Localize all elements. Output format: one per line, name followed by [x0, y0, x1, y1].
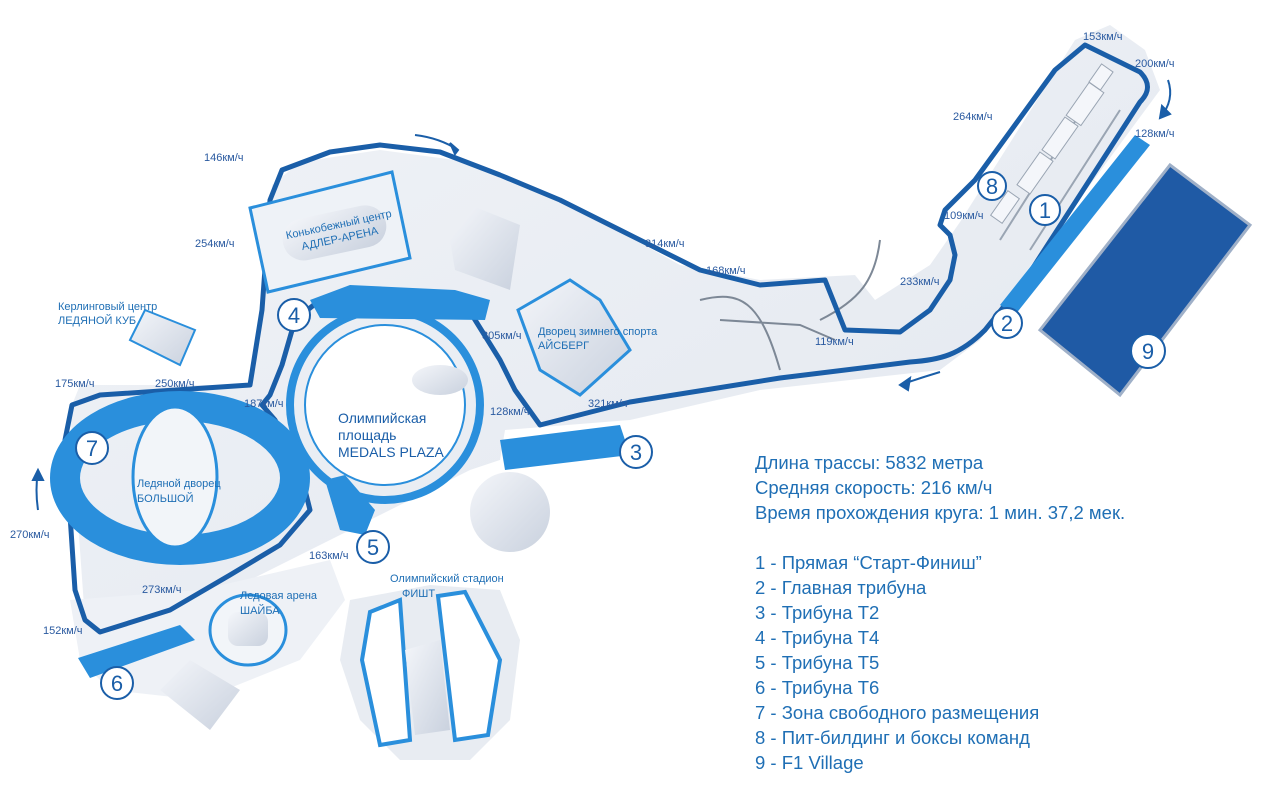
speed-label: 119км/ч	[815, 336, 854, 348]
grandstand-t5	[325, 475, 375, 535]
legend-item: 3 - Трибуна Т2	[755, 602, 880, 623]
speed-label: 187км/ч	[244, 398, 284, 410]
legend-item: 2 - Главная трибуна	[755, 577, 927, 598]
f1-village	[1037, 162, 1253, 398]
medals-plaza-label-1: Олимпийская	[338, 410, 426, 426]
iceberg-label-2: АЙСБЕРГ	[538, 339, 589, 352]
legend-item: 4 - Трибуна Т4	[755, 627, 880, 648]
start-finish-straight	[1000, 135, 1150, 315]
speed-label: 163км/ч	[309, 550, 349, 562]
grandstand-t2	[500, 425, 630, 470]
marker-8: 8	[986, 174, 998, 199]
speed-label: 305км/ч	[482, 330, 522, 342]
medals-plaza	[286, 306, 484, 504]
stat-lap-time: Время прохождения круга: 1 мин. 37,2 мек…	[755, 502, 1126, 523]
medals-plaza-label-2: площадь	[338, 427, 396, 443]
marker-2: 2	[1001, 311, 1013, 336]
speed-label: 168км/ч	[706, 265, 746, 277]
iceberg	[516, 278, 632, 397]
shayba-arena	[208, 593, 288, 667]
legend-item: 9 - F1 Village	[755, 752, 864, 773]
ice-cube-label-1: Керлинговый центр	[58, 301, 157, 313]
legend-item: 7 - Зона свободного размещения	[755, 702, 1040, 723]
grandstand-t4	[310, 285, 490, 320]
speed-label: 273км/ч	[142, 584, 182, 596]
marker-6: 6	[111, 671, 123, 696]
fisht-label-2: ФИШТ	[402, 588, 435, 600]
venue-block-bottom	[160, 660, 240, 730]
adler-arena	[248, 170, 412, 294]
speed-label: 109км/ч	[944, 210, 984, 222]
grandstand-t6	[78, 625, 195, 678]
marker-4: 4	[288, 303, 300, 328]
speed-label: 270км/ч	[10, 529, 50, 541]
round-venue	[470, 472, 550, 552]
bolshoy-label-1: Ледяной дворец	[137, 478, 221, 490]
speed-label: 152км/ч	[43, 625, 83, 637]
speed-label: 314км/ч	[645, 238, 685, 250]
bolshoy-palace	[50, 391, 310, 565]
speed-label: 175км/ч	[55, 378, 95, 390]
speed-labels: 153км/ч 200км/ч 264км/ч 128км/ч 146км/ч …	[10, 31, 1175, 637]
legend-item: 5 - Трибуна Т5	[755, 652, 880, 673]
speed-label: 233км/ч	[900, 276, 940, 288]
legend-item: 1 - Прямая “Старт-Финиш”	[755, 552, 982, 573]
marker-7: 7	[86, 436, 98, 461]
ice-cube	[128, 308, 197, 367]
shayba-label-2: ШАЙБА	[240, 604, 280, 617]
speed-label: 153км/ч	[1083, 31, 1123, 43]
legend-spacer	[755, 525, 1255, 550]
speed-label: 128км/ч	[1135, 128, 1175, 140]
number-marker-labels: 1 2 3 4 5 6 7 8 9	[86, 174, 1154, 696]
stat-track-length: Длина трассы: 5832 метра	[755, 452, 984, 473]
service-road	[699, 239, 881, 371]
speed-label: 146км/ч	[204, 152, 244, 164]
marker-3: 3	[630, 440, 642, 465]
speed-label: 264км/ч	[953, 111, 993, 123]
legend-item: 8 - Пит-билдинг и боксы команд	[755, 727, 1030, 748]
iceberg-label-1: Дворец зимнего спорта	[538, 326, 658, 338]
stat-average-speed: Средняя скорость: 216 км/ч	[755, 477, 993, 498]
number-markers	[75, 171, 1166, 700]
marker-1: 1	[1039, 198, 1051, 223]
speed-label: 254км/ч	[195, 238, 235, 250]
legend-panel: Длина трассы: 5832 метра Средняя скорост…	[755, 450, 1255, 775]
speed-label: 250км/ч	[155, 378, 195, 390]
bolshoy-label-2: БОЛЬШОЙ	[137, 492, 194, 505]
medals-plaza-label-3: MEDALS PLAZA	[338, 444, 444, 460]
direction-arrows	[31, 79, 1172, 511]
fisht-stadium	[359, 589, 503, 748]
legend-item: 6 - Трибуна Т6	[755, 677, 880, 698]
marker-9: 9	[1142, 339, 1154, 364]
lower-ground	[70, 560, 345, 700]
pit-buildings	[989, 63, 1114, 224]
marker-5: 5	[367, 535, 379, 560]
speed-label: 128км/ч	[490, 406, 530, 418]
ice-cube-label-2: ЛЕДЯНОЙ КУБ	[58, 314, 136, 327]
speed-label: 321км/ч	[588, 398, 628, 410]
shayba-label-1: Ледовая арена	[240, 590, 318, 602]
speed-label: 200км/ч	[1135, 58, 1175, 70]
fisht-label-1: Олимпийский стадион	[390, 573, 504, 585]
venue-block-top	[450, 207, 520, 290]
